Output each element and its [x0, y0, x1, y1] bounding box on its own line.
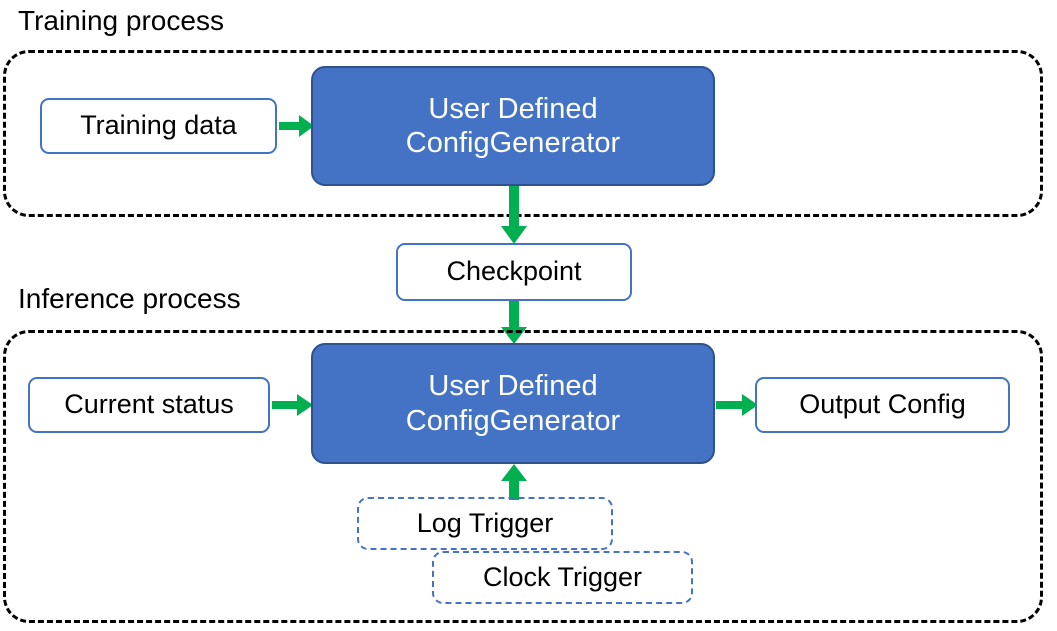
node-training-data[interactable]: Training data — [40, 98, 277, 154]
node-inference-config-generator-line2: ConfigGenerator — [405, 404, 621, 437]
inference-process-container — [3, 330, 1043, 623]
node-output-config-label: Output Config — [799, 389, 966, 420]
node-inference-config-generator-line1: User Defined — [428, 370, 598, 403]
inference-section-title: Inference process — [18, 283, 241, 314]
node-output-config[interactable]: Output Config — [755, 377, 1010, 433]
node-training-config-generator-line1: User Defined — [428, 92, 598, 125]
node-inference-config-generator[interactable]: User Defined ConfigGenerator — [311, 343, 715, 464]
node-log-trigger-label: Log Trigger — [416, 507, 554, 538]
node-training-config-generator[interactable]: User Defined ConfigGenerator — [311, 66, 715, 186]
node-checkpoint[interactable]: Checkpoint — [396, 243, 632, 301]
node-log-trigger[interactable]: Log Trigger — [357, 497, 613, 550]
node-training-config-generator-line2: ConfigGenerator — [405, 127, 621, 159]
node-checkpoint-label: Checkpoint — [446, 256, 582, 287]
node-clock-trigger[interactable]: Clock Trigger — [432, 551, 693, 604]
node-current-status[interactable]: Current status — [28, 377, 270, 433]
node-training-data-label: Training data — [80, 110, 237, 141]
training-section-title: Training process — [18, 5, 224, 36]
node-clock-trigger-label: Clock Trigger — [482, 561, 643, 592]
node-current-status-label: Current status — [64, 389, 234, 420]
